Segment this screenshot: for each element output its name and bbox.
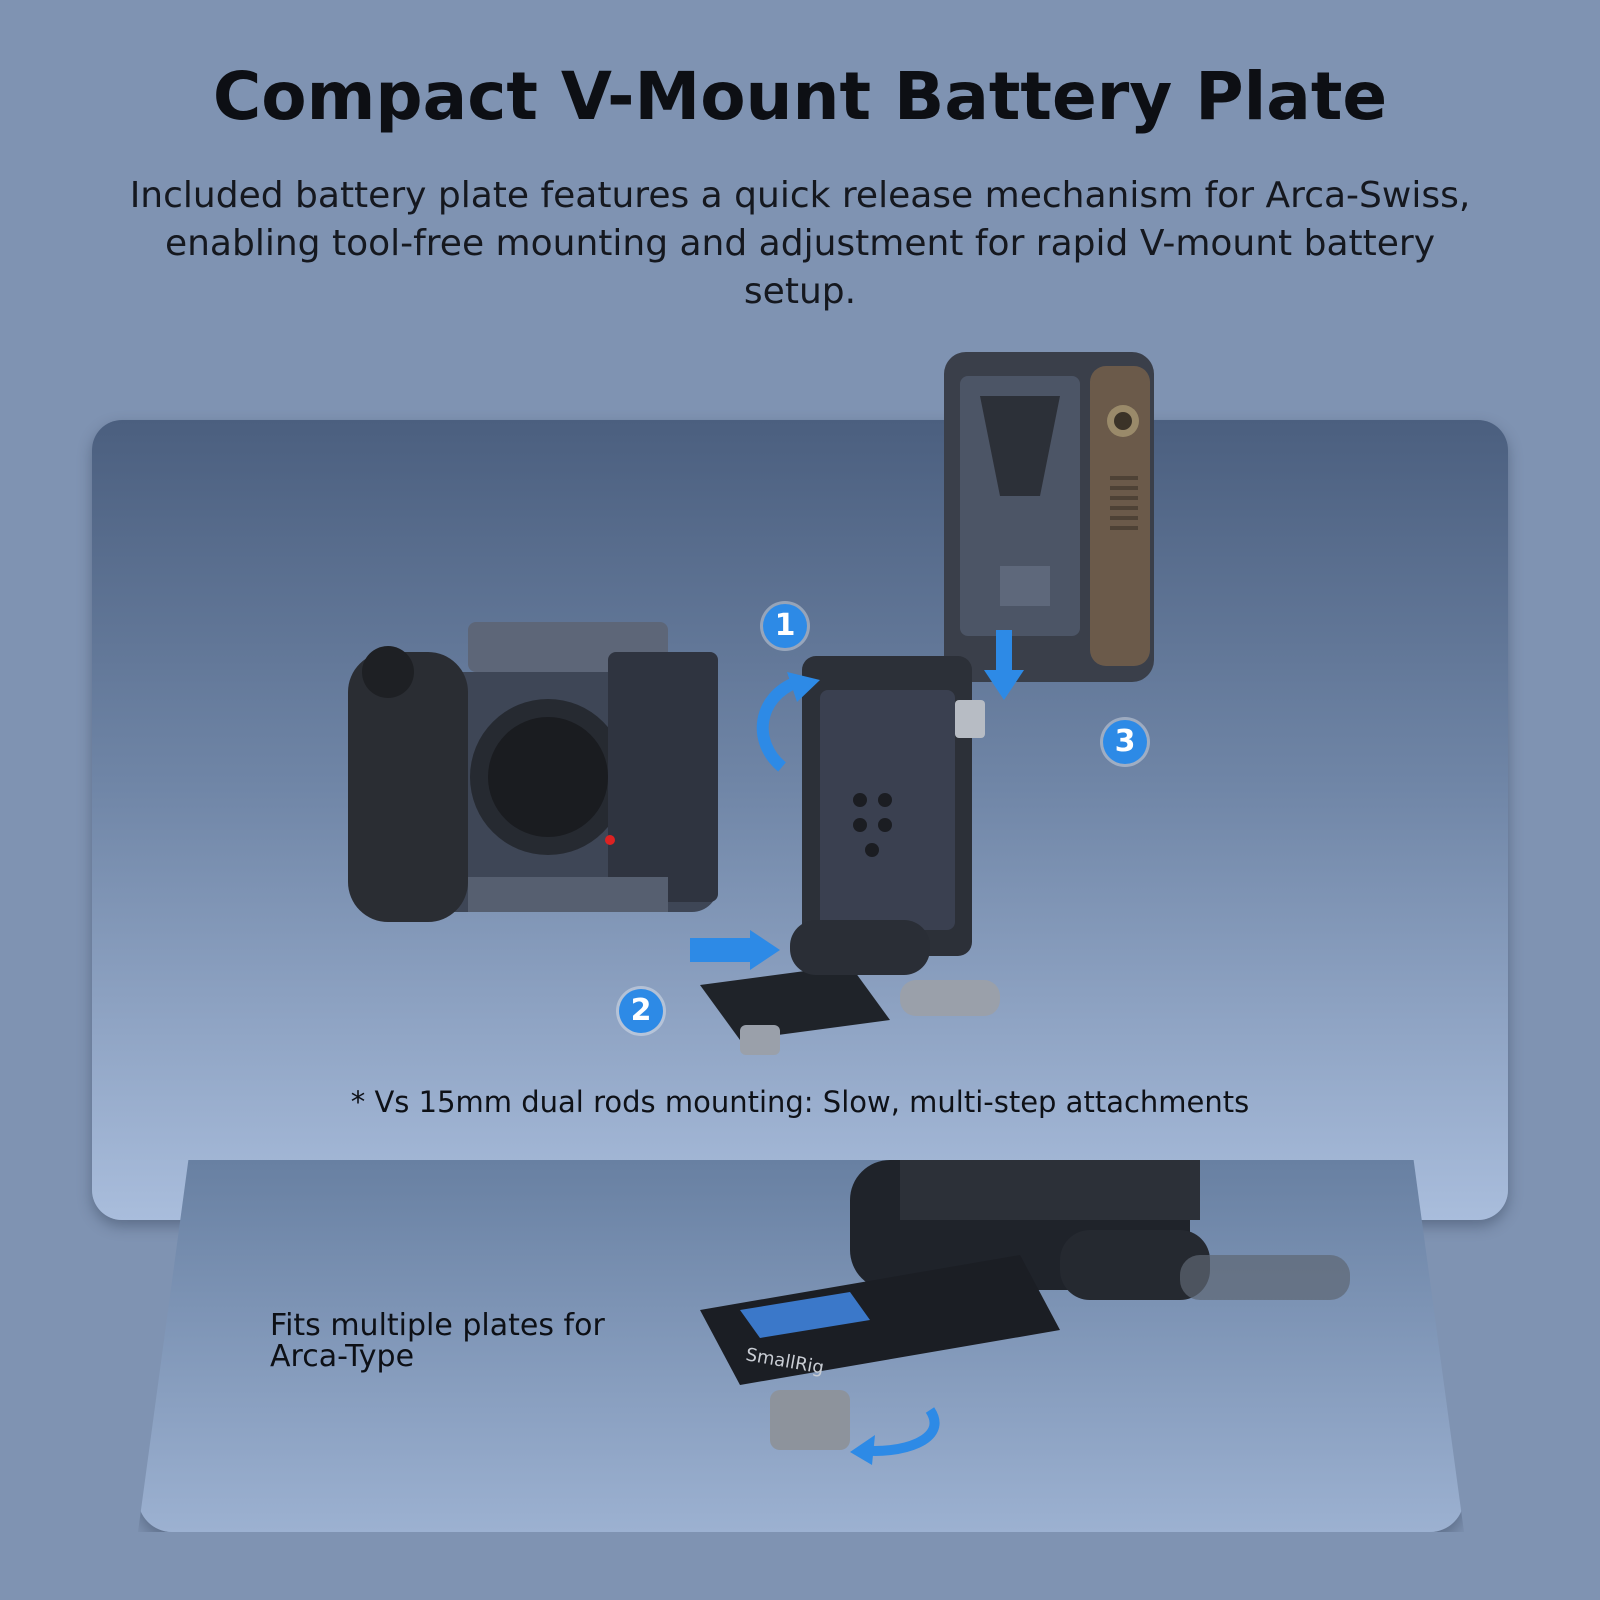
fits-label-line-2: Arca-Type — [270, 1339, 415, 1374]
down-arrow-icon — [984, 630, 1024, 700]
step-badge-2: 2 — [619, 989, 663, 1033]
vmount-battery-illustration — [944, 352, 1154, 682]
top-panel — [92, 420, 1508, 1220]
page-subtitle: Included battery plate features a quick … — [129, 175, 1471, 312]
fits-plates-label: Fits multiple plates for Arca-Type — [270, 1310, 670, 1372]
page-title: Compact V-Mount Battery Plate — [212, 58, 1388, 135]
fits-label-line-1: Fits multiple plates for — [270, 1308, 605, 1343]
quick-release-clamp-illustration — [700, 920, 1000, 1055]
slide-arrow-icon — [690, 930, 780, 970]
step-badge-3: 3 — [1103, 720, 1147, 764]
arca-plate-closeup-illustration: SmallRig — [700, 1160, 1350, 1465]
rotate-arrow-icon — [756, 672, 820, 772]
step-badge-1: 1 — [763, 604, 807, 648]
battery-plate-illustration — [802, 656, 985, 956]
camera-cage-illustration — [348, 622, 718, 922]
comparison-note: * Vs 15mm dual rods mounting: Slow, mult… — [350, 1085, 1250, 1119]
